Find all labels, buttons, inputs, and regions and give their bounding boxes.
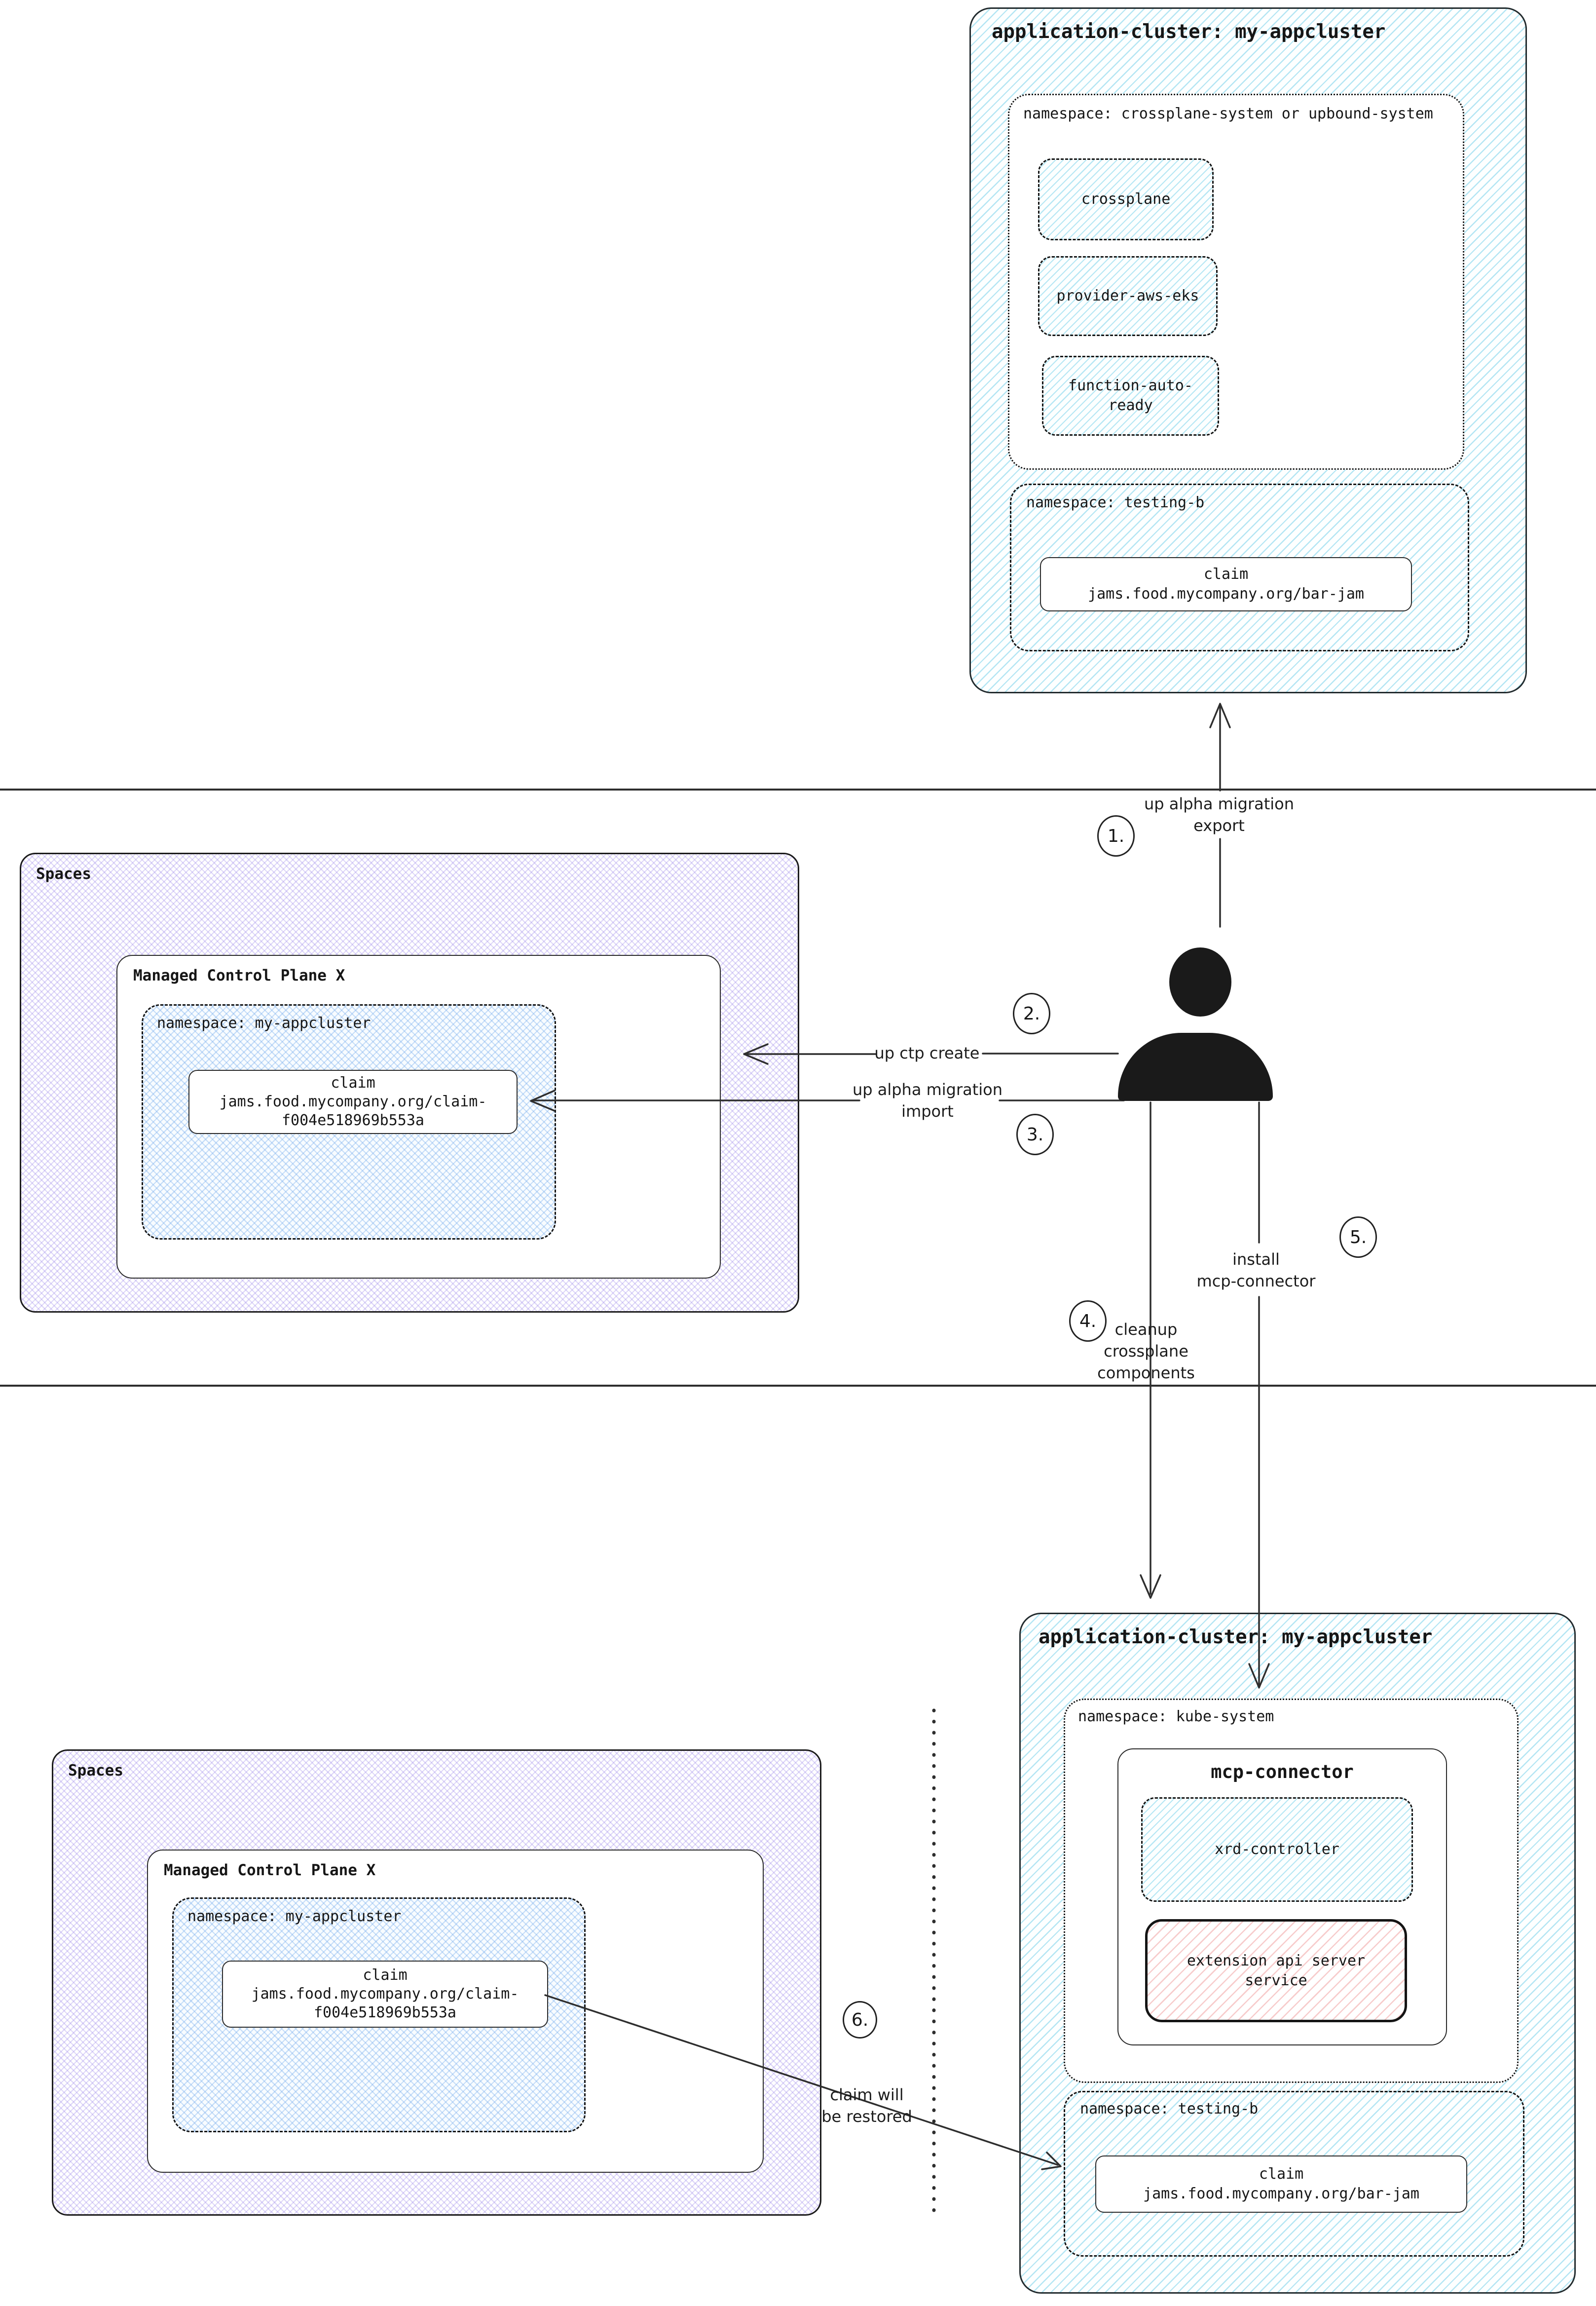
claim-resource-line2: f004e518969b553a [314, 2004, 456, 2021]
label-step3: up alpha migration import [829, 1079, 1026, 1122]
label-step5: install mcp-connector [1157, 1248, 1355, 1292]
top-application-cluster: application-cluster: my-appcluster names… [969, 7, 1527, 693]
bottom-namespace-testing-b-title: namespace: testing-b [1080, 2100, 1259, 2117]
claim-resource-line2: f004e518969b553a [282, 1112, 424, 1129]
label-step6: claim will be restored [768, 2084, 965, 2127]
step-badge-5: 5. [1339, 1216, 1377, 1258]
user-icon-head [1169, 947, 1231, 1017]
user-icon-body [1118, 1033, 1273, 1101]
user-icon [1118, 947, 1273, 1101]
label-step4: cleanup crossplane components [1047, 1319, 1245, 1384]
mcp-x-after-box: Managed Control Plane X namespace: my-ap… [147, 1850, 764, 2173]
label-step4-line2: crossplane [1104, 1342, 1188, 1361]
bottom-namespace-testing-b-box: namespace: testing-b claim jams.food.myc… [1064, 2091, 1524, 2257]
claim-f004-after-box: claim jams.food.mycompany.org/claim- f00… [222, 1961, 548, 2028]
label-step1-line2: export [1193, 816, 1245, 835]
namespace-my-appcluster-before-title: namespace: my-appcluster [157, 1015, 371, 1032]
spaces-before-box: Spaces Managed Control Plane X namespace… [20, 853, 799, 1313]
spaces-after-title: Spaces [68, 1762, 123, 1779]
claim-resource: jams.food.mycompany.org/bar-jam [1143, 2185, 1419, 2202]
arrowhead-export [1209, 703, 1231, 728]
step-badge-3: 3. [1016, 1114, 1054, 1155]
bottom-cluster-title: application-cluster: my-appcluster [1039, 1626, 1433, 1648]
namespace-kube-system-box: namespace: kube-system mcp-connector xrd… [1064, 1699, 1519, 2083]
namespace-my-appcluster-after-title: namespace: my-appcluster [187, 1908, 402, 1925]
label-step4-line3: components [1097, 1363, 1195, 1382]
arrowhead-cleanup [1140, 1574, 1161, 1599]
label-step2: up ctp create [874, 1044, 980, 1062]
xrd-controller-box: xrd-controller [1141, 1797, 1413, 1902]
mcp-x-after-title: Managed Control Plane X [164, 1861, 376, 1879]
claim-resource-line1: jams.food.mycompany.org/claim- [251, 1985, 519, 2003]
label-step3-line1: up alpha migration [852, 1080, 1003, 1099]
crossplane-box: crossplane [1038, 158, 1214, 240]
namespace-crossplane-system-title: namespace: crossplane-system or upbound-… [1023, 105, 1433, 122]
claim-resource: jams.food.mycompany.org/bar-jam [1088, 585, 1364, 603]
claim-label: claim [1259, 2165, 1304, 2183]
claim-label: claim [363, 1966, 408, 1984]
spaces-before-title: Spaces [36, 865, 91, 883]
bottom-claim-bar-jam-box: claim jams.food.mycompany.org/bar-jam [1095, 2155, 1467, 2213]
spaces-after-box: Spaces Managed Control Plane X namespace… [52, 1749, 821, 2216]
bottom-application-cluster: application-cluster: my-appcluster names… [1019, 1613, 1576, 2294]
claim-f004-before-box: claim jams.food.mycompany.org/claim- f00… [188, 1070, 518, 1134]
top-claim-bar-jam-box: claim jams.food.mycompany.org/bar-jam [1040, 557, 1412, 611]
extension-api-server-line1: extension api server [1187, 1952, 1366, 1969]
label-step1: up alpha migration export [1111, 793, 1328, 836]
label-step5-line2: mcp-connector [1196, 1272, 1316, 1290]
mcp-connector-box: mcp-connector xrd-controller extension a… [1117, 1748, 1447, 2045]
extension-api-server-box: extension api server service [1145, 1919, 1407, 2022]
claim-label: claim [1203, 566, 1249, 583]
mcp-x-before-box: Managed Control Plane X namespace: my-ap… [116, 955, 721, 1279]
step-badge-6: 6. [843, 2001, 877, 2039]
label-step6-line1: claim will [830, 2085, 904, 2104]
namespace-crossplane-system-box: namespace: crossplane-system or upbound-… [1008, 94, 1464, 470]
function-auto-ready-box: function-auto- ready [1042, 356, 1219, 436]
claim-resource-line1: jams.food.mycompany.org/claim- [219, 1093, 487, 1110]
top-namespace-testing-b-title: namespace: testing-b [1026, 494, 1205, 511]
mcp-connector-title: mcp-connector [1211, 1761, 1354, 1782]
provider-aws-eks-box: provider-aws-eks [1038, 256, 1218, 336]
label-step6-line2: be restored [821, 2107, 912, 2126]
namespace-kube-system-title: namespace: kube-system [1078, 1708, 1274, 1725]
provider-aws-eks-label: provider-aws-eks [1056, 287, 1199, 304]
label-step4-line1: cleanup [1114, 1320, 1178, 1339]
label-step5-line1: install [1232, 1250, 1280, 1269]
xrd-controller-label: xrd-controller [1215, 1841, 1339, 1858]
top-namespace-testing-b-box: namespace: testing-b claim jams.food.myc… [1010, 484, 1469, 651]
crossplane-label: crossplane [1081, 190, 1171, 208]
namespace-my-appcluster-before-box: namespace: my-appcluster claim jams.food… [142, 1004, 556, 1240]
function-auto-ready-line1: function-auto- [1068, 377, 1193, 394]
top-cluster-title: application-cluster: my-appcluster [992, 21, 1386, 43]
step-badge-2: 2. [1013, 993, 1050, 1034]
extension-api-server-line2: service [1245, 1971, 1307, 1989]
step-badge-1: 1. [1097, 815, 1135, 857]
namespace-my-appcluster-after-box: namespace: my-appcluster claim jams.food… [172, 1897, 586, 2132]
label-step1-line1: up alpha migration [1144, 794, 1295, 813]
claim-label: claim [331, 1074, 375, 1092]
mcp-x-before-title: Managed Control Plane X [133, 967, 345, 984]
label-step3-line2: import [901, 1102, 954, 1121]
function-auto-ready-line2: ready [1108, 397, 1153, 414]
step-badge-4: 4. [1069, 1300, 1107, 1342]
